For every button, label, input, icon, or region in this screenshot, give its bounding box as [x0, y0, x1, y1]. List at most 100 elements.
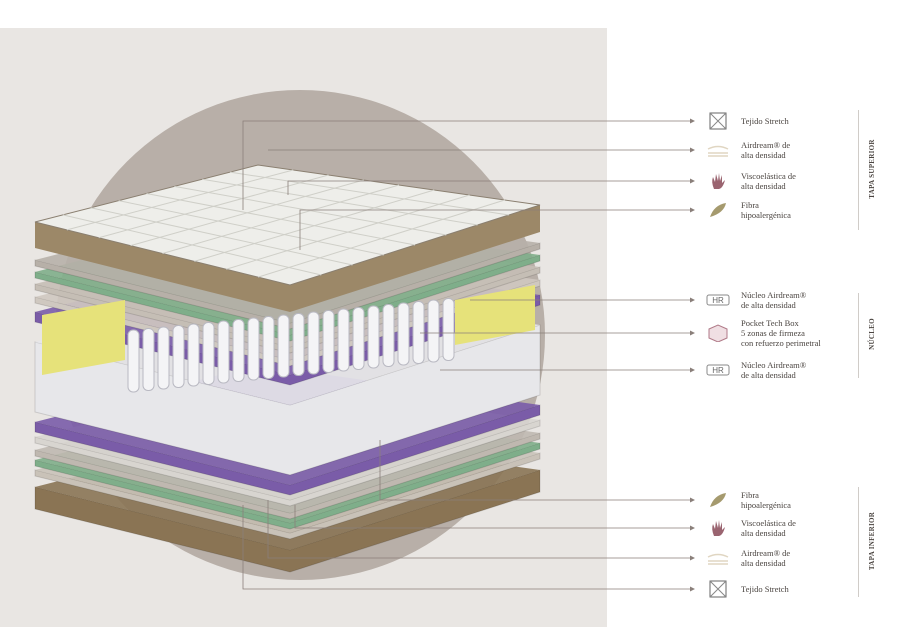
pocket-spring — [352, 307, 365, 370]
label-line: 5 zonas de firmeza — [741, 328, 805, 338]
label-line: Viscoelástica de — [741, 518, 796, 528]
pocket-spring — [412, 301, 425, 364]
svg-text:HR: HR — [712, 366, 724, 375]
label-line: alta densidad — [741, 558, 786, 568]
mattress-layers — [34, 164, 541, 573]
pocket-spring — [397, 302, 410, 366]
divider-tapa-superior — [858, 110, 859, 230]
label-line: hipoalergénica — [741, 210, 791, 220]
label-line: Núcleo Airdream® — [741, 360, 807, 370]
callout-line — [242, 120, 690, 210]
leaf-icon — [706, 201, 730, 219]
arrowhead — [690, 555, 695, 561]
divider-nucleo — [858, 293, 859, 378]
hand-print-icon — [706, 172, 730, 190]
pocket-spring — [262, 316, 275, 379]
svg-text:HR: HR — [712, 296, 724, 305]
label-line: alta densidad — [741, 181, 786, 191]
pocket-spring — [217, 320, 230, 384]
pocket-spring — [337, 308, 350, 372]
pocket-spring — [247, 317, 260, 381]
callout-line — [267, 500, 690, 559]
callout-line — [242, 505, 690, 590]
pocket-spring — [382, 304, 395, 367]
arrowhead — [690, 330, 695, 336]
pocket-spring — [202, 322, 215, 385]
section-title-tapa-inferior: TAPA INFERIOR — [868, 511, 876, 571]
quilt-line — [230, 171, 509, 216]
label-line: alta densidad — [741, 528, 786, 538]
stretch-fabric-icon — [706, 580, 730, 598]
pocket-spring — [367, 305, 380, 369]
label-line: alta densidad — [741, 150, 786, 160]
stretch-fabric-icon — [706, 112, 730, 130]
hand-print-icon — [706, 519, 730, 537]
arrowhead — [690, 118, 695, 124]
label-line: Viscoelástica de — [741, 171, 796, 181]
firm-zone-left — [42, 300, 125, 375]
quilt-line — [226, 194, 470, 270]
pocket-spring — [157, 326, 170, 390]
arrowhead — [690, 178, 695, 184]
pocket-spring — [142, 328, 155, 391]
section-title-tapa-superior: TAPA SUPERIOR — [868, 139, 876, 199]
label-stretch-fabric: Tejido Stretch — [741, 116, 789, 126]
quilt-line — [174, 185, 447, 236]
label-line: de alta densidad — [741, 370, 796, 380]
pocket-spring — [292, 313, 305, 376]
top-cover-quilted — [34, 164, 541, 286]
pocket-springs-icon — [706, 324, 730, 343]
label-line: de alta densidad — [741, 300, 796, 310]
label-hr-badge: Núcleo Airdream®de alta densidad — [741, 290, 806, 310]
label-line: Fibra — [741, 490, 759, 500]
section-title-nucleo: NÚCLEO — [868, 318, 876, 350]
label-line: con refuerzo perimetral — [741, 338, 821, 348]
quilt-line — [257, 199, 505, 278]
callout-line — [379, 440, 690, 501]
label-stretch-fabric: Tejido Stretch — [741, 584, 789, 594]
arrowhead — [690, 367, 695, 373]
label-line: Airdream® de — [741, 548, 791, 558]
foam-layers-icon — [706, 141, 730, 159]
callout-line — [299, 209, 690, 250]
label-line: Tejido Stretch — [741, 116, 789, 126]
pocket-spring — [232, 319, 245, 382]
label-line: Tejido Stretch — [741, 584, 789, 594]
hr-badge-icon: HR — [706, 291, 730, 309]
pocket-spring — [172, 325, 185, 388]
callout-lines — [242, 118, 695, 592]
arrowhead — [690, 525, 695, 531]
quilt-line — [194, 189, 435, 262]
callout-line — [294, 505, 690, 529]
pocket-spring — [442, 298, 455, 361]
arrowhead — [690, 147, 695, 153]
pocket-spring — [277, 314, 290, 378]
label-line: hipoalergénica — [741, 500, 791, 510]
arrowhead — [690, 586, 695, 592]
quilt-line — [162, 184, 400, 254]
label-line: Pocket Tech Box — [741, 318, 799, 328]
hr-badge-icon: HR — [706, 361, 730, 379]
arrowhead — [690, 207, 695, 213]
callout-line — [287, 180, 690, 195]
foam-layers-icon — [706, 549, 730, 567]
pocket-spring — [427, 299, 440, 363]
top-cover-side — [35, 205, 540, 312]
label-hr-badge: Núcleo Airdream®de alta densidad — [741, 360, 806, 380]
pocket-spring — [187, 323, 200, 387]
quilt-line — [202, 178, 478, 226]
pocket-spring — [322, 310, 335, 373]
pocket-spring — [307, 311, 320, 375]
label-line: Airdream® de — [741, 140, 791, 150]
label-line: Fibra — [741, 200, 759, 210]
arrowhead — [690, 497, 695, 503]
arrowhead — [690, 297, 695, 303]
